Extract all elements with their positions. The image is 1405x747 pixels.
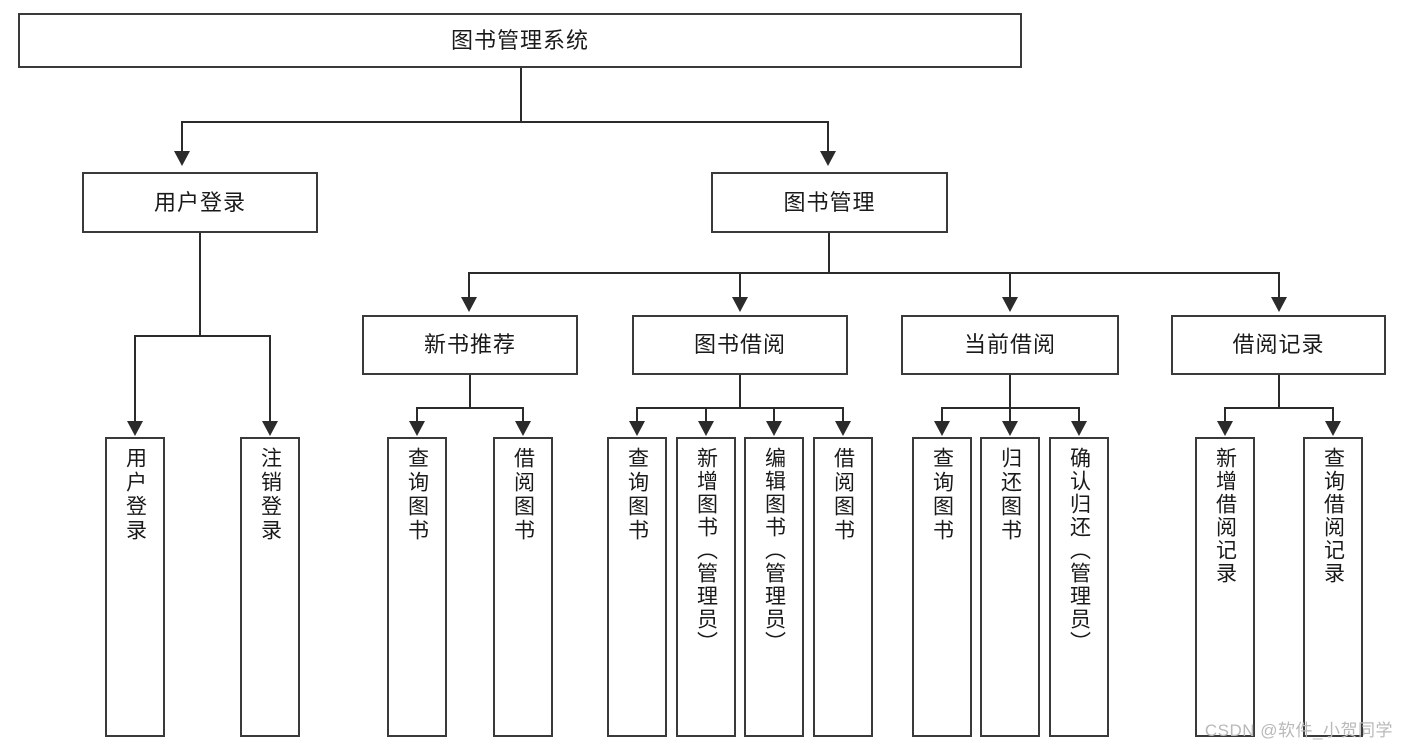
leaf-new-book-borrow-book[interactable]: 借阅图书 xyxy=(493,437,553,737)
connector-book-borrow-leaf2 xyxy=(705,407,707,421)
connector-user-login-drop xyxy=(199,233,201,336)
arrow-current-borrow-leaf1 xyxy=(934,421,950,436)
node-label: 借阅图书 xyxy=(831,447,855,543)
arrow-to-book-borrow xyxy=(732,297,748,312)
connector-to-current-borrow xyxy=(1009,272,1011,297)
connector-book-borrow-leaf3 xyxy=(773,407,775,421)
arrow-user-login-leaf2 xyxy=(262,421,278,436)
node-label: 归还图书 xyxy=(998,447,1022,543)
connector-to-book-borrow xyxy=(739,272,741,297)
arrow-user-login-leaf1 xyxy=(127,421,143,436)
arrow-to-current-borrow xyxy=(1002,297,1018,312)
leaf-user-login[interactable]: 用户登录 xyxy=(105,437,165,737)
arrow-current-borrow-leaf2 xyxy=(1002,421,1018,436)
connector-borrow-record-bar xyxy=(1224,407,1334,409)
arrow-book-borrow-leaf2 xyxy=(698,421,714,436)
arrow-book-borrow-leaf3 xyxy=(766,421,782,436)
arrow-borrow-record-leaf1 xyxy=(1217,421,1233,436)
leaf-borrow-record-add-record[interactable]: 新增借阅记录 xyxy=(1195,437,1255,737)
connector-level3-bar xyxy=(468,272,1280,274)
node-label: 图书管理系统 xyxy=(450,27,589,53)
arrow-book-borrow-leaf4 xyxy=(835,421,851,436)
node-label: 借阅图书 xyxy=(511,447,535,543)
connector-book-borrow-leaf4 xyxy=(842,407,844,421)
arrow-new-book-leaf1 xyxy=(409,421,425,436)
node-label: 确认归还（管理员） xyxy=(1067,447,1091,654)
node-label: 新增借阅记录 xyxy=(1213,447,1237,585)
leaf-borrow-record-query-record[interactable]: 查询借阅记录 xyxy=(1303,437,1363,737)
node-label: 查询借阅记录 xyxy=(1321,447,1345,585)
node-book-borrow[interactable]: 图书借阅 xyxy=(632,315,848,375)
node-label: 借阅记录 xyxy=(1232,332,1325,358)
leaf-current-borrow-query-book[interactable]: 查询图书 xyxy=(912,437,972,737)
arrow-to-new-book xyxy=(461,297,477,312)
connector-user-login-leaf2 xyxy=(269,335,271,421)
connector-borrow-record-leaf1 xyxy=(1224,407,1226,421)
connector-user-login-bar xyxy=(134,335,271,337)
connector-to-book-manage xyxy=(827,121,829,151)
connector-current-borrow-drop xyxy=(1009,375,1011,408)
leaf-current-borrow-return-book[interactable]: 归还图书 xyxy=(980,437,1040,737)
node-label: 用户登录 xyxy=(153,189,246,215)
connector-level2-bar xyxy=(181,121,829,123)
connector-new-book-bar xyxy=(416,407,524,409)
connector-user-login-leaf1 xyxy=(134,335,136,421)
node-current-borrow[interactable]: 当前借阅 xyxy=(901,315,1119,375)
connector-book-manage-drop xyxy=(828,233,830,273)
leaf-book-borrow-borrow-book[interactable]: 借阅图书 xyxy=(813,437,873,737)
connector-book-borrow-drop xyxy=(739,375,741,408)
connector-to-new-book xyxy=(468,272,470,297)
arrow-book-borrow-leaf1 xyxy=(629,421,645,436)
connector-root-drop xyxy=(520,68,522,122)
node-borrow-record[interactable]: 借阅记录 xyxy=(1171,315,1386,375)
arrow-borrow-record-leaf2 xyxy=(1325,421,1341,436)
node-label: 查询图书 xyxy=(405,447,429,543)
node-label: 编辑图书（管理员） xyxy=(762,447,786,654)
leaf-new-book-query-book[interactable]: 查询图书 xyxy=(387,437,447,737)
leaf-book-borrow-edit-book-admin[interactable]: 编辑图书（管理员） xyxy=(744,437,804,737)
node-label: 当前借阅 xyxy=(963,332,1056,358)
connector-to-user-login xyxy=(181,121,183,151)
node-book-management[interactable]: 图书管理 xyxy=(711,172,948,233)
arrow-to-book-manage xyxy=(820,151,836,166)
arrow-current-borrow-leaf3 xyxy=(1071,421,1087,436)
connector-borrow-record-drop xyxy=(1278,375,1280,408)
leaf-book-borrow-add-book-admin[interactable]: 新增图书（管理员） xyxy=(676,437,736,737)
leaf-logout[interactable]: 注销登录 xyxy=(240,437,300,737)
connector-new-book-leaf1 xyxy=(416,407,418,421)
node-label: 查询图书 xyxy=(625,447,649,543)
node-label: 查询图书 xyxy=(930,447,954,543)
leaf-current-borrow-confirm-return-admin[interactable]: 确认归还（管理员） xyxy=(1049,437,1109,737)
connector-book-borrow-leaf1 xyxy=(636,407,638,421)
connector-borrow-record-leaf2 xyxy=(1332,407,1334,421)
connector-book-borrow-bar xyxy=(636,407,844,409)
node-label: 用户登录 xyxy=(123,447,147,543)
node-user-login[interactable]: 用户登录 xyxy=(82,172,318,233)
node-label: 图书借阅 xyxy=(693,332,786,358)
arrow-to-user-login xyxy=(174,151,190,166)
node-label: 注销登录 xyxy=(258,447,282,543)
node-root-system[interactable]: 图书管理系统 xyxy=(18,13,1022,68)
arrow-new-book-leaf2 xyxy=(515,421,531,436)
node-new-book-recommend[interactable]: 新书推荐 xyxy=(362,315,578,375)
arrow-to-borrow-record xyxy=(1271,297,1287,312)
connector-new-book-leaf2 xyxy=(522,407,524,421)
connector-current-borrow-leaf3 xyxy=(1078,407,1080,421)
connector-new-book-drop xyxy=(469,375,471,408)
connector-current-borrow-leaf2 xyxy=(1009,407,1011,421)
node-label: 新书推荐 xyxy=(423,332,516,358)
node-label: 新增图书（管理员） xyxy=(694,447,718,654)
leaf-book-borrow-query-book[interactable]: 查询图书 xyxy=(607,437,667,737)
node-label: 图书管理 xyxy=(783,189,876,215)
connector-to-borrow-record xyxy=(1278,272,1280,297)
connector-current-borrow-leaf1 xyxy=(941,407,943,421)
